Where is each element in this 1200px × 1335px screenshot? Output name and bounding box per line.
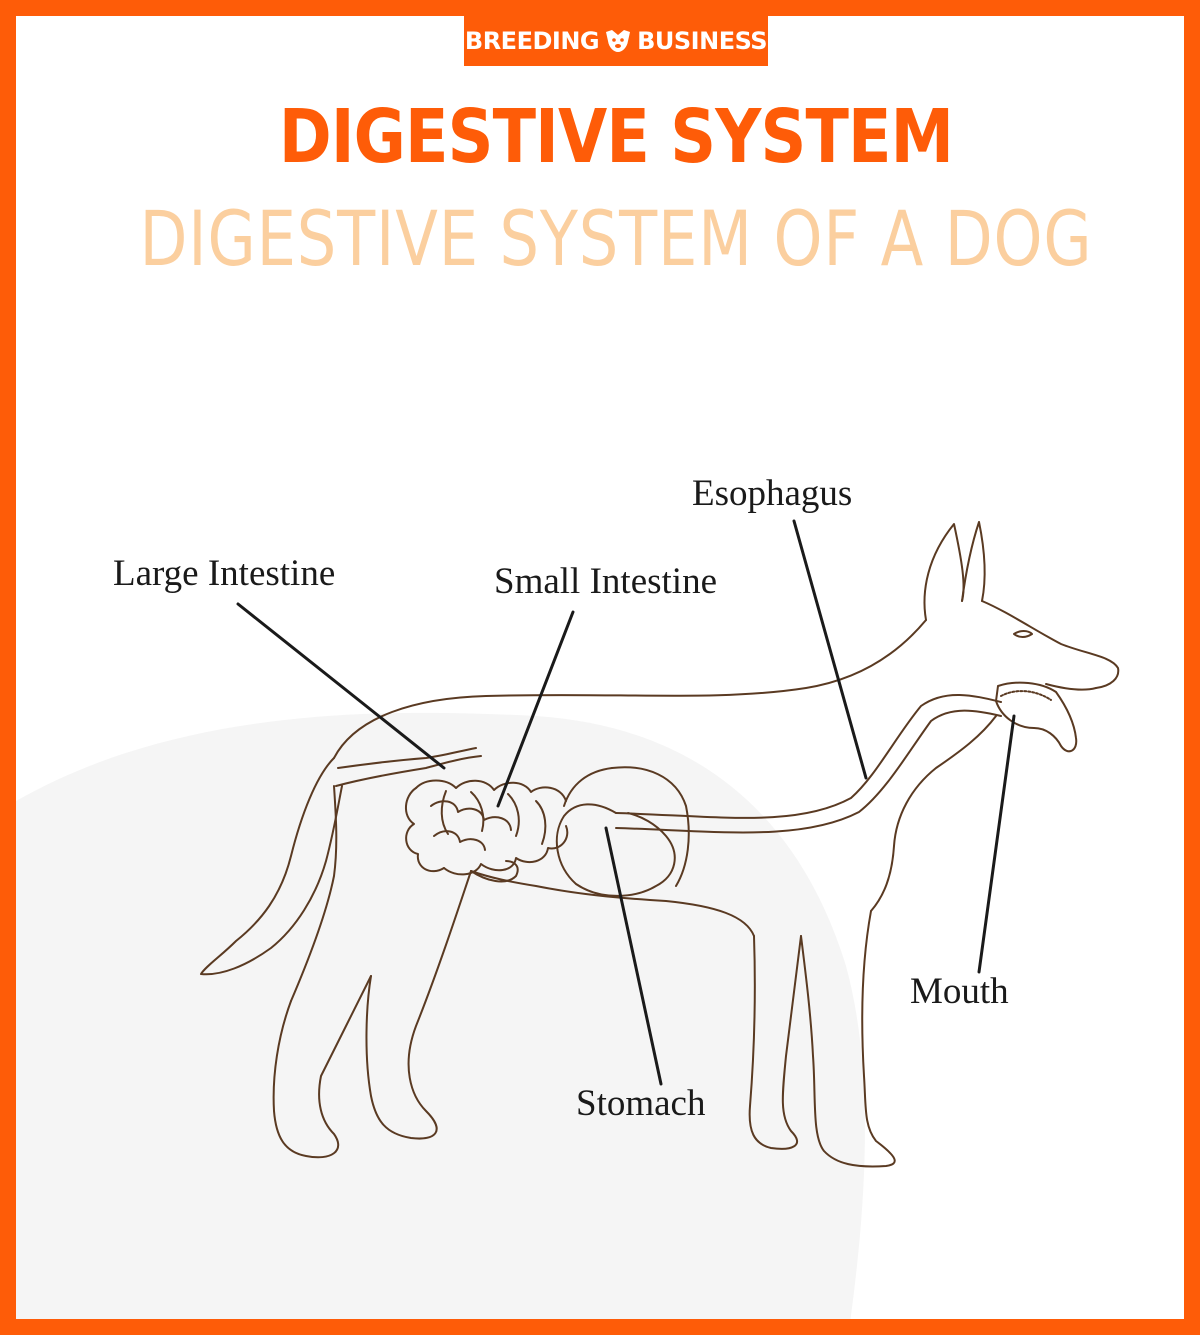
brand-name-left: BREEDING [464, 27, 600, 55]
brand-logo: BREEDING BUSINESS [464, 16, 768, 66]
stomach-label: Stomach [576, 1083, 706, 1124]
brand-name-right: BUSINESS [637, 27, 768, 55]
leader-lines [236, 519, 1016, 1086]
small-intestine-leader-line [496, 610, 575, 808]
large-intestine-leader-line [236, 602, 446, 770]
small-intestine-label: Small Intestine [494, 561, 717, 602]
mouth-label: Mouth [910, 971, 1009, 1012]
large-intestine-label: Large Intestine [113, 553, 336, 594]
esophagus-leader-line [792, 519, 868, 780]
mouth-leader-line [977, 714, 1016, 974]
dog-outline [200, 521, 1120, 1168]
esophagus-label: Esophagus [692, 473, 853, 514]
background-blob [16, 712, 865, 1319]
page-title: DIGESTIVE SYSTEM [278, 94, 954, 180]
digestive-tract [335, 694, 1002, 897]
dog-anatomy-diagram [200, 519, 1120, 1168]
stomach-leader-line [604, 826, 663, 1086]
page-subtitle: DIGESTIVE SYSTEM OF A DOG [139, 194, 1093, 283]
dog-face-icon [606, 30, 631, 52]
